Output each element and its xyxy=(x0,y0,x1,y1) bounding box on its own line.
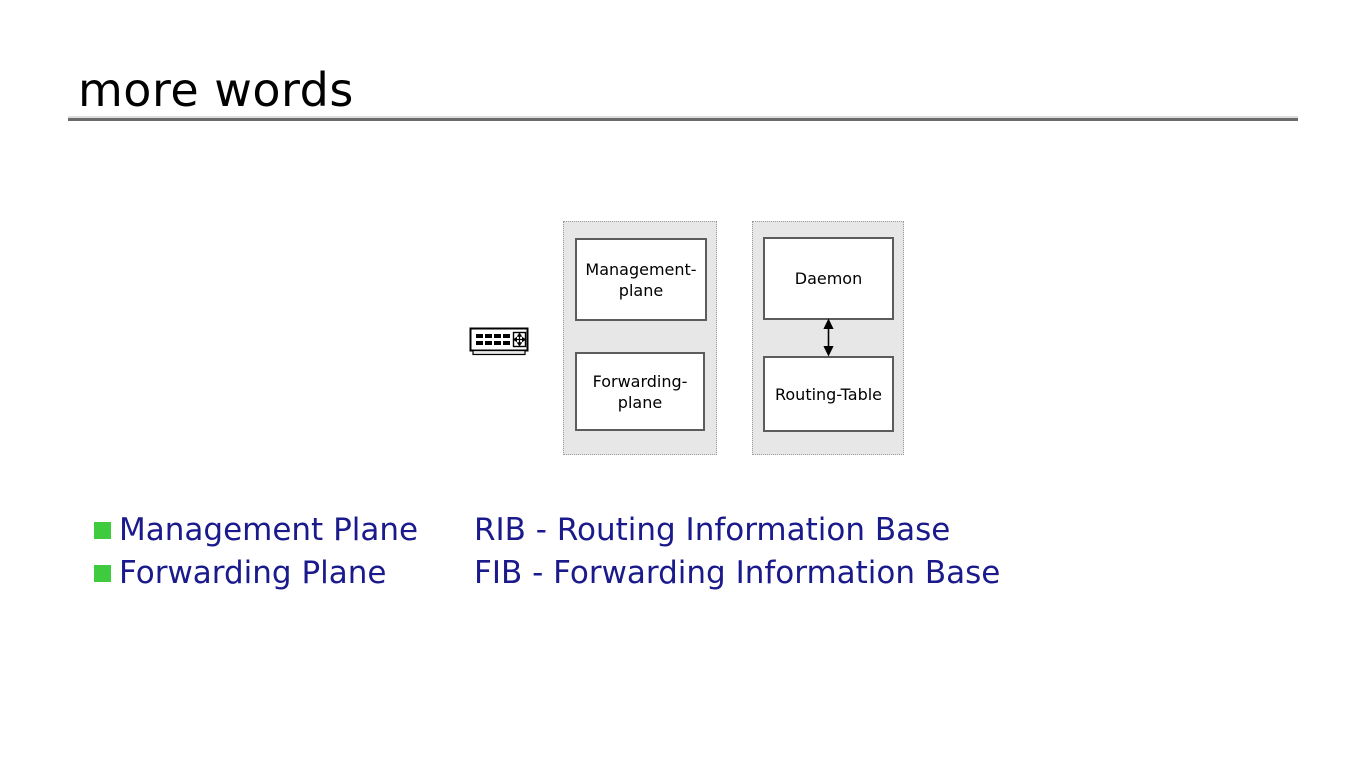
list-item: Management Plane xyxy=(94,512,418,548)
bullet-square-icon xyxy=(94,521,111,539)
bullet-square-icon xyxy=(94,564,111,582)
double-arrow-glyph xyxy=(823,318,834,357)
network-switch-glyph xyxy=(469,327,529,356)
title-divider-line xyxy=(68,118,1298,121)
list-item: Forwarding Plane xyxy=(94,555,386,591)
legend-plane-label: Management Plane xyxy=(119,512,419,548)
legend-acronym-rib: RIB - Routing Information Base xyxy=(474,512,951,548)
double-arrow-icon xyxy=(820,318,837,357)
title-divider-highlight xyxy=(68,116,1298,118)
network-switch-icon xyxy=(469,327,533,359)
legend-acronym-fib: FIB - Forwarding Information Base xyxy=(474,555,1001,591)
node-daemon[interactable]: Daemon xyxy=(763,237,894,320)
legend-plane-label: Forwarding Plane xyxy=(119,555,387,591)
node-routing-table[interactable]: Routing-Table xyxy=(763,356,894,432)
node-management-plane[interactable]: Management-plane xyxy=(575,238,707,321)
node-forwarding-plane[interactable]: Forwarding-plane xyxy=(575,352,705,431)
title-divider xyxy=(68,116,1298,121)
page-title: more words xyxy=(78,63,354,117)
